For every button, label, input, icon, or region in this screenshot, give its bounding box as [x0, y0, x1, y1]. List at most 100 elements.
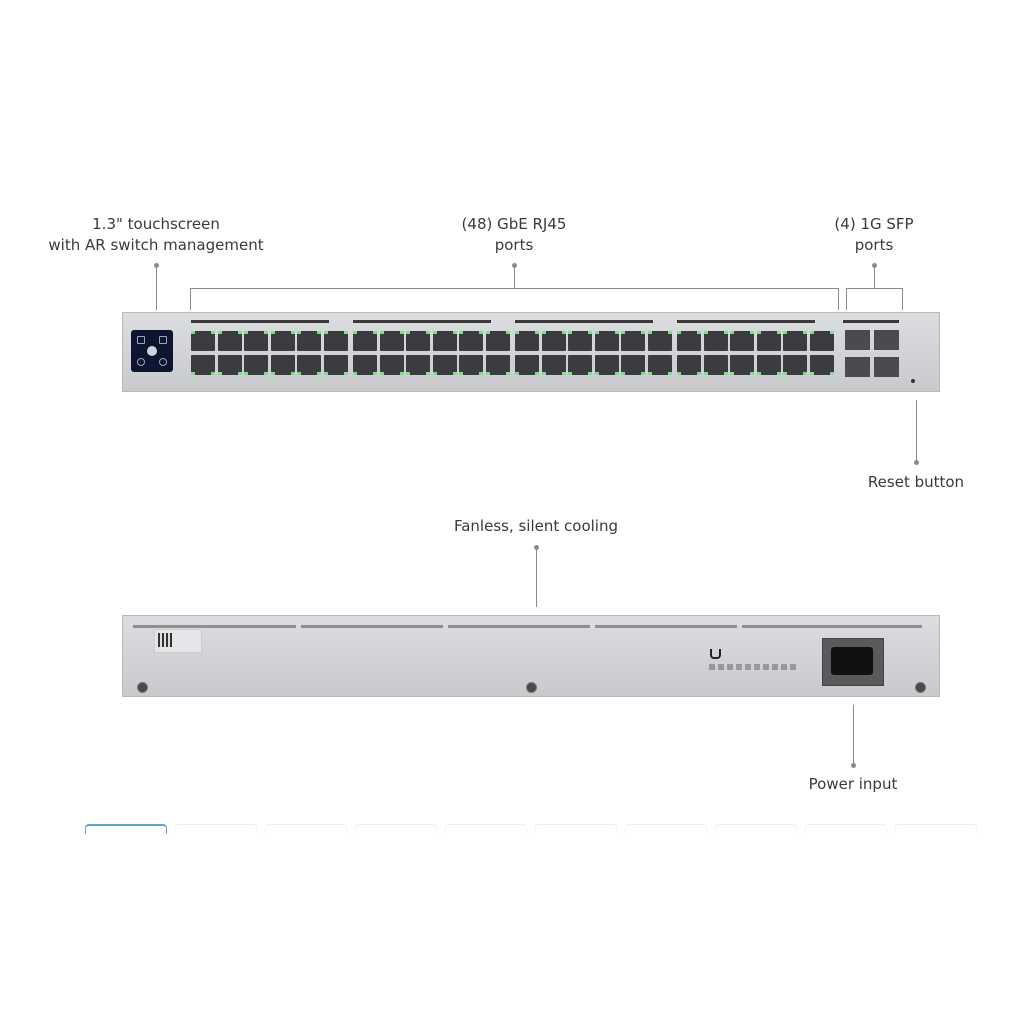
- rj45-port[interactable]: [379, 355, 404, 375]
- sfp-port[interactable]: [874, 357, 899, 377]
- qr-label: [154, 629, 202, 653]
- rj45-port[interactable]: [485, 355, 510, 375]
- vent-groove: [448, 625, 590, 628]
- rj45-port[interactable]: [353, 355, 377, 375]
- gallery-thumbnail[interactable]: [445, 824, 527, 833]
- rj45-port[interactable]: [677, 355, 701, 375]
- rj45-port[interactable]: [730, 355, 754, 375]
- rj45-port[interactable]: [353, 331, 377, 351]
- callout-cooling: Fanless, silent cooling: [453, 517, 618, 535]
- callout-power: Power input: [808, 775, 898, 793]
- sfp-port[interactable]: [845, 357, 870, 377]
- rj45-port[interactable]: [809, 331, 834, 351]
- power-inlet[interactable]: [822, 638, 884, 686]
- rj45-port[interactable]: [756, 355, 781, 375]
- ubiquiti-logo-icon: [710, 649, 721, 659]
- gallery-thumbnail[interactable]: [85, 824, 167, 834]
- callout-touchscreen: 1.3" touchscreen with AR switch manageme…: [40, 214, 272, 256]
- sfp-port[interactable]: [874, 330, 899, 350]
- rj45-port[interactable]: [297, 331, 321, 351]
- callout-line1: (4) 1G SFP: [834, 215, 914, 233]
- leader-line: [916, 400, 917, 462]
- rj45-port[interactable]: [541, 355, 566, 375]
- leader-line: [156, 266, 157, 310]
- rj45-port[interactable]: [323, 331, 348, 351]
- rj45-port[interactable]: [647, 331, 672, 351]
- rj45-port[interactable]: [594, 355, 619, 375]
- rj45-port[interactable]: [594, 331, 619, 351]
- bracket-tick: [902, 288, 903, 310]
- rj45-port[interactable]: [703, 331, 728, 351]
- gallery-thumbnail[interactable]: [175, 824, 257, 833]
- gallery-thumbnail[interactable]: [355, 824, 437, 833]
- screw-icon: [915, 682, 926, 693]
- reset-button[interactable]: [911, 379, 915, 383]
- bracket-rj45: [190, 288, 838, 289]
- screw-icon: [526, 682, 537, 693]
- rj45-port[interactable]: [217, 331, 242, 351]
- leader-dot: [512, 263, 517, 268]
- rj45-port[interactable]: [217, 355, 242, 375]
- rj45-port[interactable]: [297, 355, 321, 375]
- rj45-port[interactable]: [647, 355, 672, 375]
- switch-rear-panel: [122, 615, 940, 697]
- rj45-port[interactable]: [432, 355, 457, 375]
- rj45-port[interactable]: [244, 331, 268, 351]
- rj45-port[interactable]: [568, 355, 592, 375]
- rj45-port[interactable]: [270, 331, 295, 351]
- rj45-port[interactable]: [379, 331, 404, 351]
- bracket-tick: [838, 288, 839, 310]
- bracket-sfp: [846, 288, 902, 289]
- touchscreen[interactable]: [131, 330, 173, 372]
- rj45-port[interactable]: [406, 355, 430, 375]
- gallery-thumbnail[interactable]: [265, 824, 347, 833]
- rj45-port[interactable]: [485, 331, 510, 351]
- gallery-thumbnail[interactable]: [625, 824, 707, 833]
- screw-icon: [137, 682, 148, 693]
- rj45-port[interactable]: [515, 331, 539, 351]
- rj45-port[interactable]: [568, 331, 592, 351]
- rj45-port[interactable]: [270, 355, 295, 375]
- rj45-port[interactable]: [541, 331, 566, 351]
- sfp-port[interactable]: [845, 330, 870, 350]
- rj45-port[interactable]: [809, 355, 834, 375]
- rj45-port[interactable]: [191, 331, 215, 351]
- leader-line: [514, 266, 515, 288]
- port-group-bar: [353, 320, 491, 323]
- rj45-port[interactable]: [783, 355, 807, 375]
- gallery-thumbnail[interactable]: [805, 824, 887, 833]
- gallery-thumbnail[interactable]: [895, 824, 977, 833]
- bracket-tick: [190, 288, 191, 310]
- rj45-port[interactable]: [783, 331, 807, 351]
- rj45-port[interactable]: [459, 331, 483, 351]
- rj45-port[interactable]: [621, 355, 645, 375]
- callout-line1: (48) GbE RJ45: [461, 215, 567, 233]
- rj45-port[interactable]: [621, 331, 645, 351]
- rj45-port[interactable]: [515, 355, 539, 375]
- rj45-port[interactable]: [730, 331, 754, 351]
- port-group-bar: [843, 320, 899, 323]
- gallery-thumbnail[interactable]: [535, 824, 617, 833]
- callout-line2: ports: [854, 236, 894, 254]
- rj45-port[interactable]: [244, 355, 268, 375]
- leader-dot: [914, 460, 919, 465]
- port-group-bar: [677, 320, 815, 323]
- rj45-port[interactable]: [756, 331, 781, 351]
- gallery-thumbnail[interactable]: [715, 824, 797, 833]
- vent-groove: [742, 625, 922, 628]
- rj45-port[interactable]: [703, 355, 728, 375]
- rj45-port[interactable]: [406, 331, 430, 351]
- rj45-port[interactable]: [432, 331, 457, 351]
- rj45-port[interactable]: [677, 331, 701, 351]
- leader-dot: [154, 263, 159, 268]
- callout-sfp: (4) 1G SFP ports: [814, 214, 934, 256]
- port-group-bar: [191, 320, 329, 323]
- rj45-port[interactable]: [459, 355, 483, 375]
- rj45-port[interactable]: [191, 355, 215, 375]
- port-group-bar: [515, 320, 653, 323]
- iec-c14-socket-icon: [831, 647, 873, 675]
- vent-groove: [595, 625, 737, 628]
- callout-reset: Reset button: [867, 473, 965, 491]
- rj45-port[interactable]: [323, 355, 348, 375]
- qr-code-icon: [158, 633, 172, 647]
